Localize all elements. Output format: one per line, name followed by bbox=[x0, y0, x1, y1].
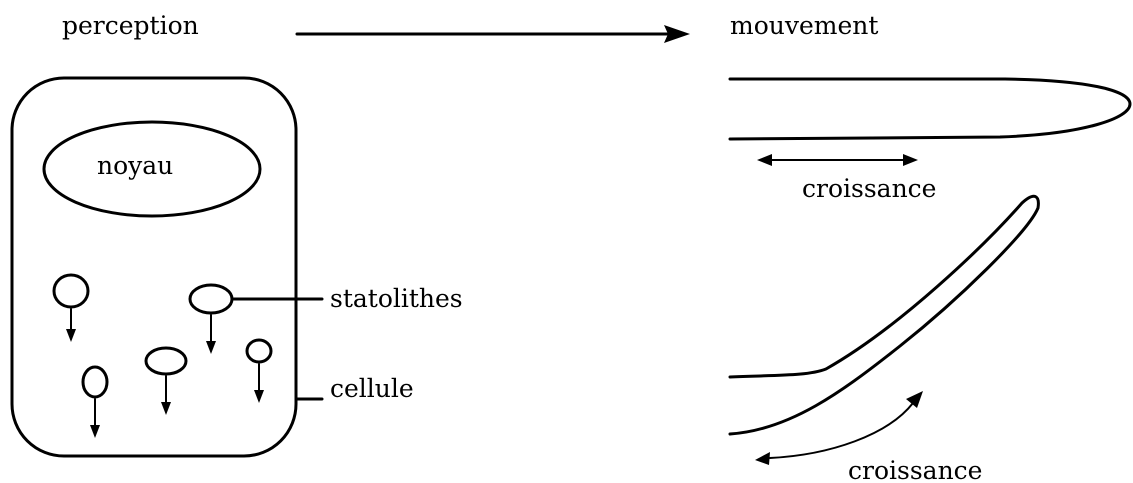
croissance-label-bottom: croissance bbox=[848, 456, 982, 483]
statolithes-label: statolithes bbox=[330, 284, 463, 313]
mouvement-label: mouvement bbox=[730, 11, 878, 40]
perception-label: perception bbox=[62, 11, 199, 40]
statolith-2 bbox=[188, 283, 234, 354]
statolith-1 bbox=[52, 273, 90, 342]
straight-root-outline bbox=[728, 77, 1132, 141]
statolith-5 bbox=[81, 365, 109, 438]
straight-growth-arrow bbox=[757, 154, 918, 166]
nucleus bbox=[42, 120, 262, 218]
perception-to-mouvement-arrow bbox=[295, 25, 690, 43]
noyau-label: noyau bbox=[97, 151, 173, 180]
bent-root-outline bbox=[728, 194, 1040, 436]
cellule-label: cellule bbox=[330, 374, 414, 403]
bent-growth-arrow bbox=[755, 391, 923, 465]
cell-outline bbox=[10, 76, 298, 458]
statolith-4 bbox=[245, 338, 273, 403]
croissance-label-top: croissance bbox=[802, 174, 936, 203]
statolith-3 bbox=[144, 346, 188, 415]
